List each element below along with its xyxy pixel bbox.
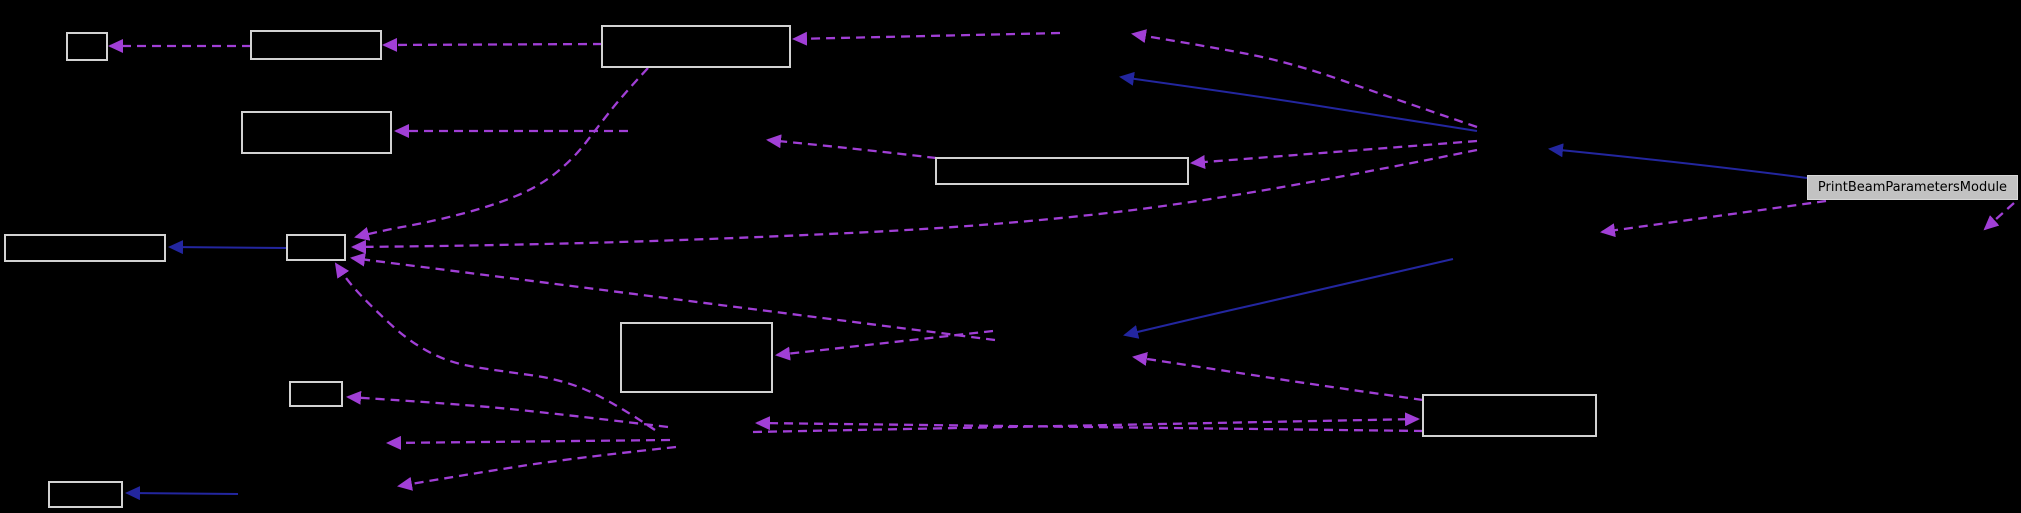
usage-edge — [752, 412, 1420, 434]
usage-edge — [350, 252, 996, 342]
usage-edge — [775, 329, 994, 361]
usage-edge — [351, 148, 1478, 254]
current-class-node: PrintBeamParametersModule — [1807, 175, 2018, 200]
class-node[interactable] — [289, 381, 343, 407]
class-node[interactable] — [601, 25, 791, 68]
class-node[interactable] — [4, 234, 166, 262]
class-node[interactable] — [935, 157, 1189, 185]
usage-edge — [1983, 202, 2015, 231]
class-node[interactable] — [241, 111, 392, 154]
class-node[interactable] — [286, 234, 346, 261]
usage-edge — [1600, 199, 1827, 238]
inheritance-edge — [168, 240, 288, 255]
usage-edge — [386, 435, 671, 450]
class-node[interactable] — [66, 32, 108, 61]
usage-edge — [1190, 139, 1478, 169]
class-node[interactable] — [1422, 394, 1597, 437]
usage-edge — [397, 445, 677, 491]
usage-edge — [1132, 352, 1424, 402]
inheritance-edge — [1123, 258, 1454, 339]
usage-edge — [382, 37, 603, 52]
usage-edge — [792, 31, 1061, 46]
class-node[interactable] — [250, 30, 382, 60]
inheritance-edge — [125, 486, 239, 501]
usage-edge — [1131, 29, 1478, 129]
edges-layer — [108, 29, 2015, 501]
inheritance-edge — [1119, 71, 1478, 132]
usage-edge — [334, 262, 656, 431]
class-node[interactable] — [48, 481, 123, 508]
nodes-layer — [4, 25, 1597, 508]
class-node[interactable] — [620, 322, 773, 393]
usage-edge — [755, 416, 1424, 433]
usage-edge — [766, 134, 937, 160]
usage-edge — [346, 390, 669, 429]
usage-edge — [354, 67, 649, 241]
inheritance-edge — [1548, 143, 1808, 179]
